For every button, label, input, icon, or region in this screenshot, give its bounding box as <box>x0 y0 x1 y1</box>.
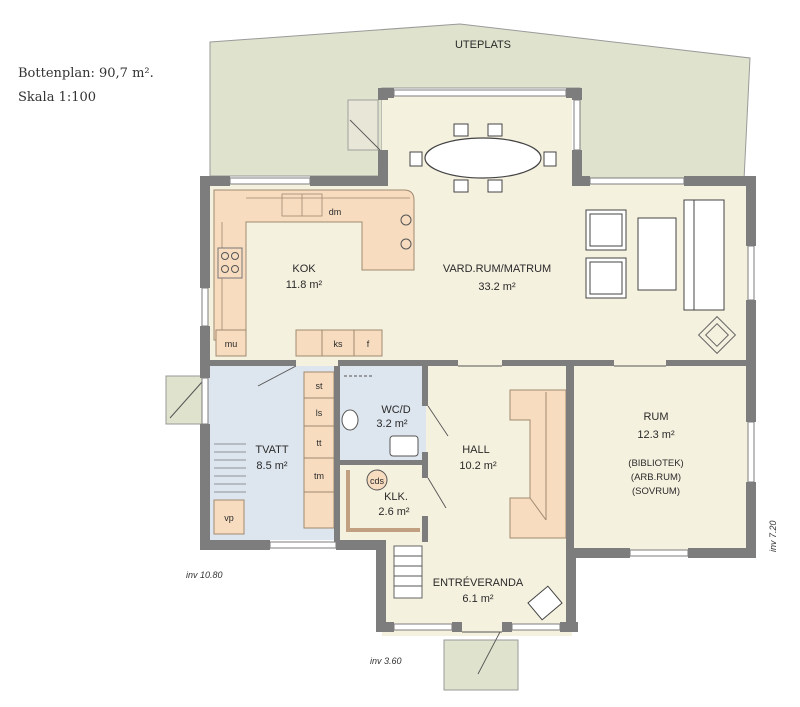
cabinet-mu <box>215 329 247 357</box>
stool-icon <box>400 214 412 226</box>
room-use-sovrum: (SOVRUM) <box>632 486 680 497</box>
wc-sink-icon <box>389 435 419 457</box>
dining-chairs <box>409 123 557 193</box>
room-label-kok: KOK <box>292 263 316 275</box>
coffee-table <box>637 217 677 291</box>
fixture-ls: ls <box>316 408 323 418</box>
room-label-vardrum: VARD.RUM/MATRUM <box>443 263 551 275</box>
fixture-cds: cds <box>370 476 385 486</box>
room-area-tvatt: 8.5 m² <box>256 460 288 472</box>
fixture-mu: mu <box>225 339 238 349</box>
floor-area-caption: Bottenplan: 90,7 m². <box>18 66 154 81</box>
fixture-ks: ks <box>334 339 344 349</box>
room-use-bibliotek: (BIBLIOTEK) <box>628 458 683 469</box>
room-label-entreveranda: ENTRÉVERANDA <box>433 576 524 589</box>
room-area-rum: 12.3 m² <box>637 429 675 441</box>
scale-caption: Skala 1:100 <box>18 90 97 105</box>
sofa-group <box>585 199 725 311</box>
entrance-stair-treads <box>393 545 423 599</box>
room-label-klk: KLK. <box>384 491 408 503</box>
toilet-icon <box>341 409 359 431</box>
room-area-klk: 2.6 m² <box>378 506 410 518</box>
cds-unit <box>366 469 388 491</box>
room-label-wc: WC/D <box>381 404 410 416</box>
room-area-hall: 10.2 m² <box>459 460 497 472</box>
fixture-dm: dm <box>329 207 342 217</box>
room-label-tvatt: TVATT <box>255 444 288 456</box>
dimension-right: inv 7.20 <box>768 520 778 552</box>
room-area-vardrum: 33.2 m² <box>478 281 516 293</box>
armchair-icon <box>527 585 563 621</box>
sofa <box>683 199 725 311</box>
room-label-uteplats: UTEPLATS <box>455 39 511 51</box>
fixture-tm: tm <box>314 471 324 481</box>
room-label-hall: HALL <box>462 444 490 456</box>
fixture-f: f <box>367 339 370 349</box>
walls <box>200 88 756 632</box>
freezer-f <box>353 329 383 357</box>
laundry-cabinets <box>213 371 335 535</box>
fixture-vp: vp <box>224 513 234 523</box>
room-area-entreveranda: 6.1 m² <box>462 593 494 605</box>
room-use-arbrum: (ARB.RUM) <box>631 472 681 483</box>
kitchen-counter <box>213 189 415 341</box>
dining-table <box>424 137 542 179</box>
closet-rail <box>346 470 420 532</box>
side-door-swing <box>169 381 203 419</box>
windows <box>201 89 755 631</box>
room-area-wc: 3.2 m² <box>376 418 408 430</box>
dimension-left: inv 10.80 <box>186 570 223 580</box>
fixture-st: st <box>315 381 323 391</box>
room-area-kok: 11.8 m² <box>286 279 323 291</box>
room-label-rum: RUM <box>643 411 668 423</box>
dimension-bottom: inv 3.60 <box>370 656 402 666</box>
drying-rack <box>214 443 246 493</box>
stove-icon <box>217 247 243 279</box>
entrance-step <box>443 639 519 691</box>
fixture-tt: tt <box>316 438 322 448</box>
rug-icon <box>697 315 737 355</box>
door-swings <box>257 99 666 675</box>
fridge-ks <box>321 329 355 357</box>
stool-icon <box>400 238 412 250</box>
